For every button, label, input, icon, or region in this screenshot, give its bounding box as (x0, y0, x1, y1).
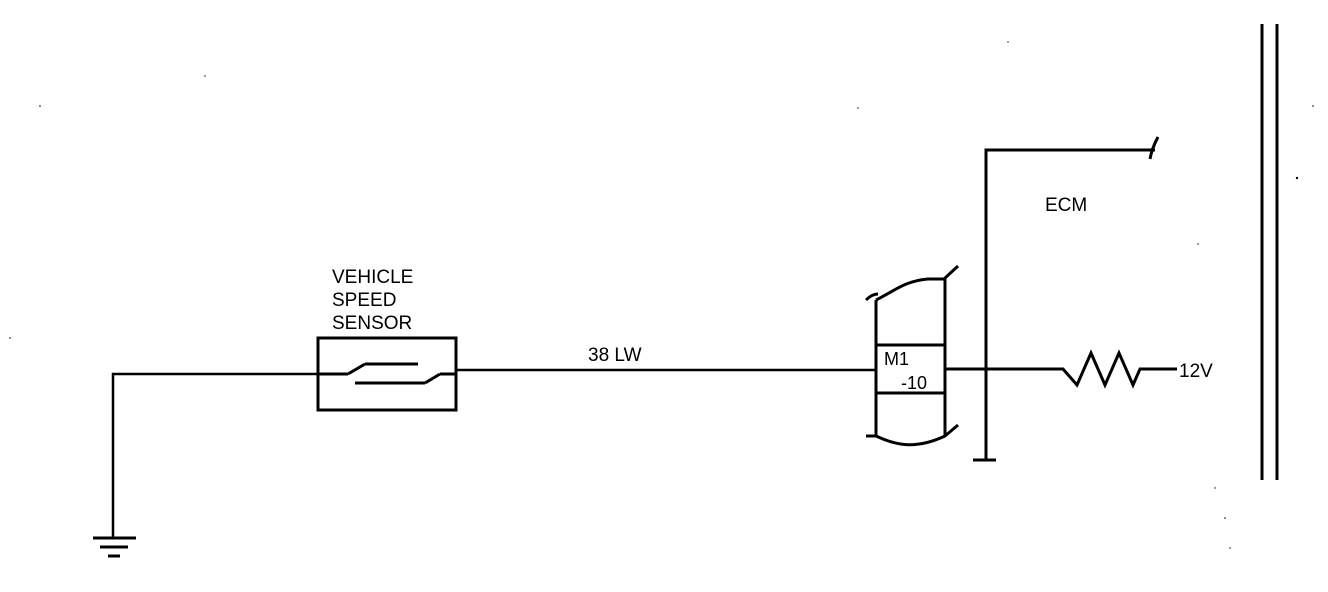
ground-wire (111, 372, 318, 538)
ecm-label: ECM (1045, 195, 1087, 216)
reed-switch-icon (318, 362, 456, 385)
scan-noise (9, 41, 1314, 549)
pull-up-circuit (945, 349, 1177, 389)
page-edge-rule (1260, 24, 1279, 480)
resistor-icon (1050, 349, 1177, 389)
supply-voltage-label: 12V (1179, 361, 1213, 382)
connector-m1 (864, 264, 960, 447)
wire-label: 38 LW (588, 345, 642, 366)
connector-pin-label-1: M1 (884, 349, 909, 369)
sensor-label-line-1: VEHICLE (332, 267, 413, 288)
connector-pin-label-2: -10 (901, 373, 927, 393)
ground-symbol-icon (93, 536, 136, 558)
sensor-label-line-2: SPEED (332, 290, 396, 311)
sensor-label-line-3: SENSOR (332, 313, 412, 334)
ecm-boundary (973, 136, 1160, 462)
vehicle-speed-sensor (316, 336, 458, 412)
